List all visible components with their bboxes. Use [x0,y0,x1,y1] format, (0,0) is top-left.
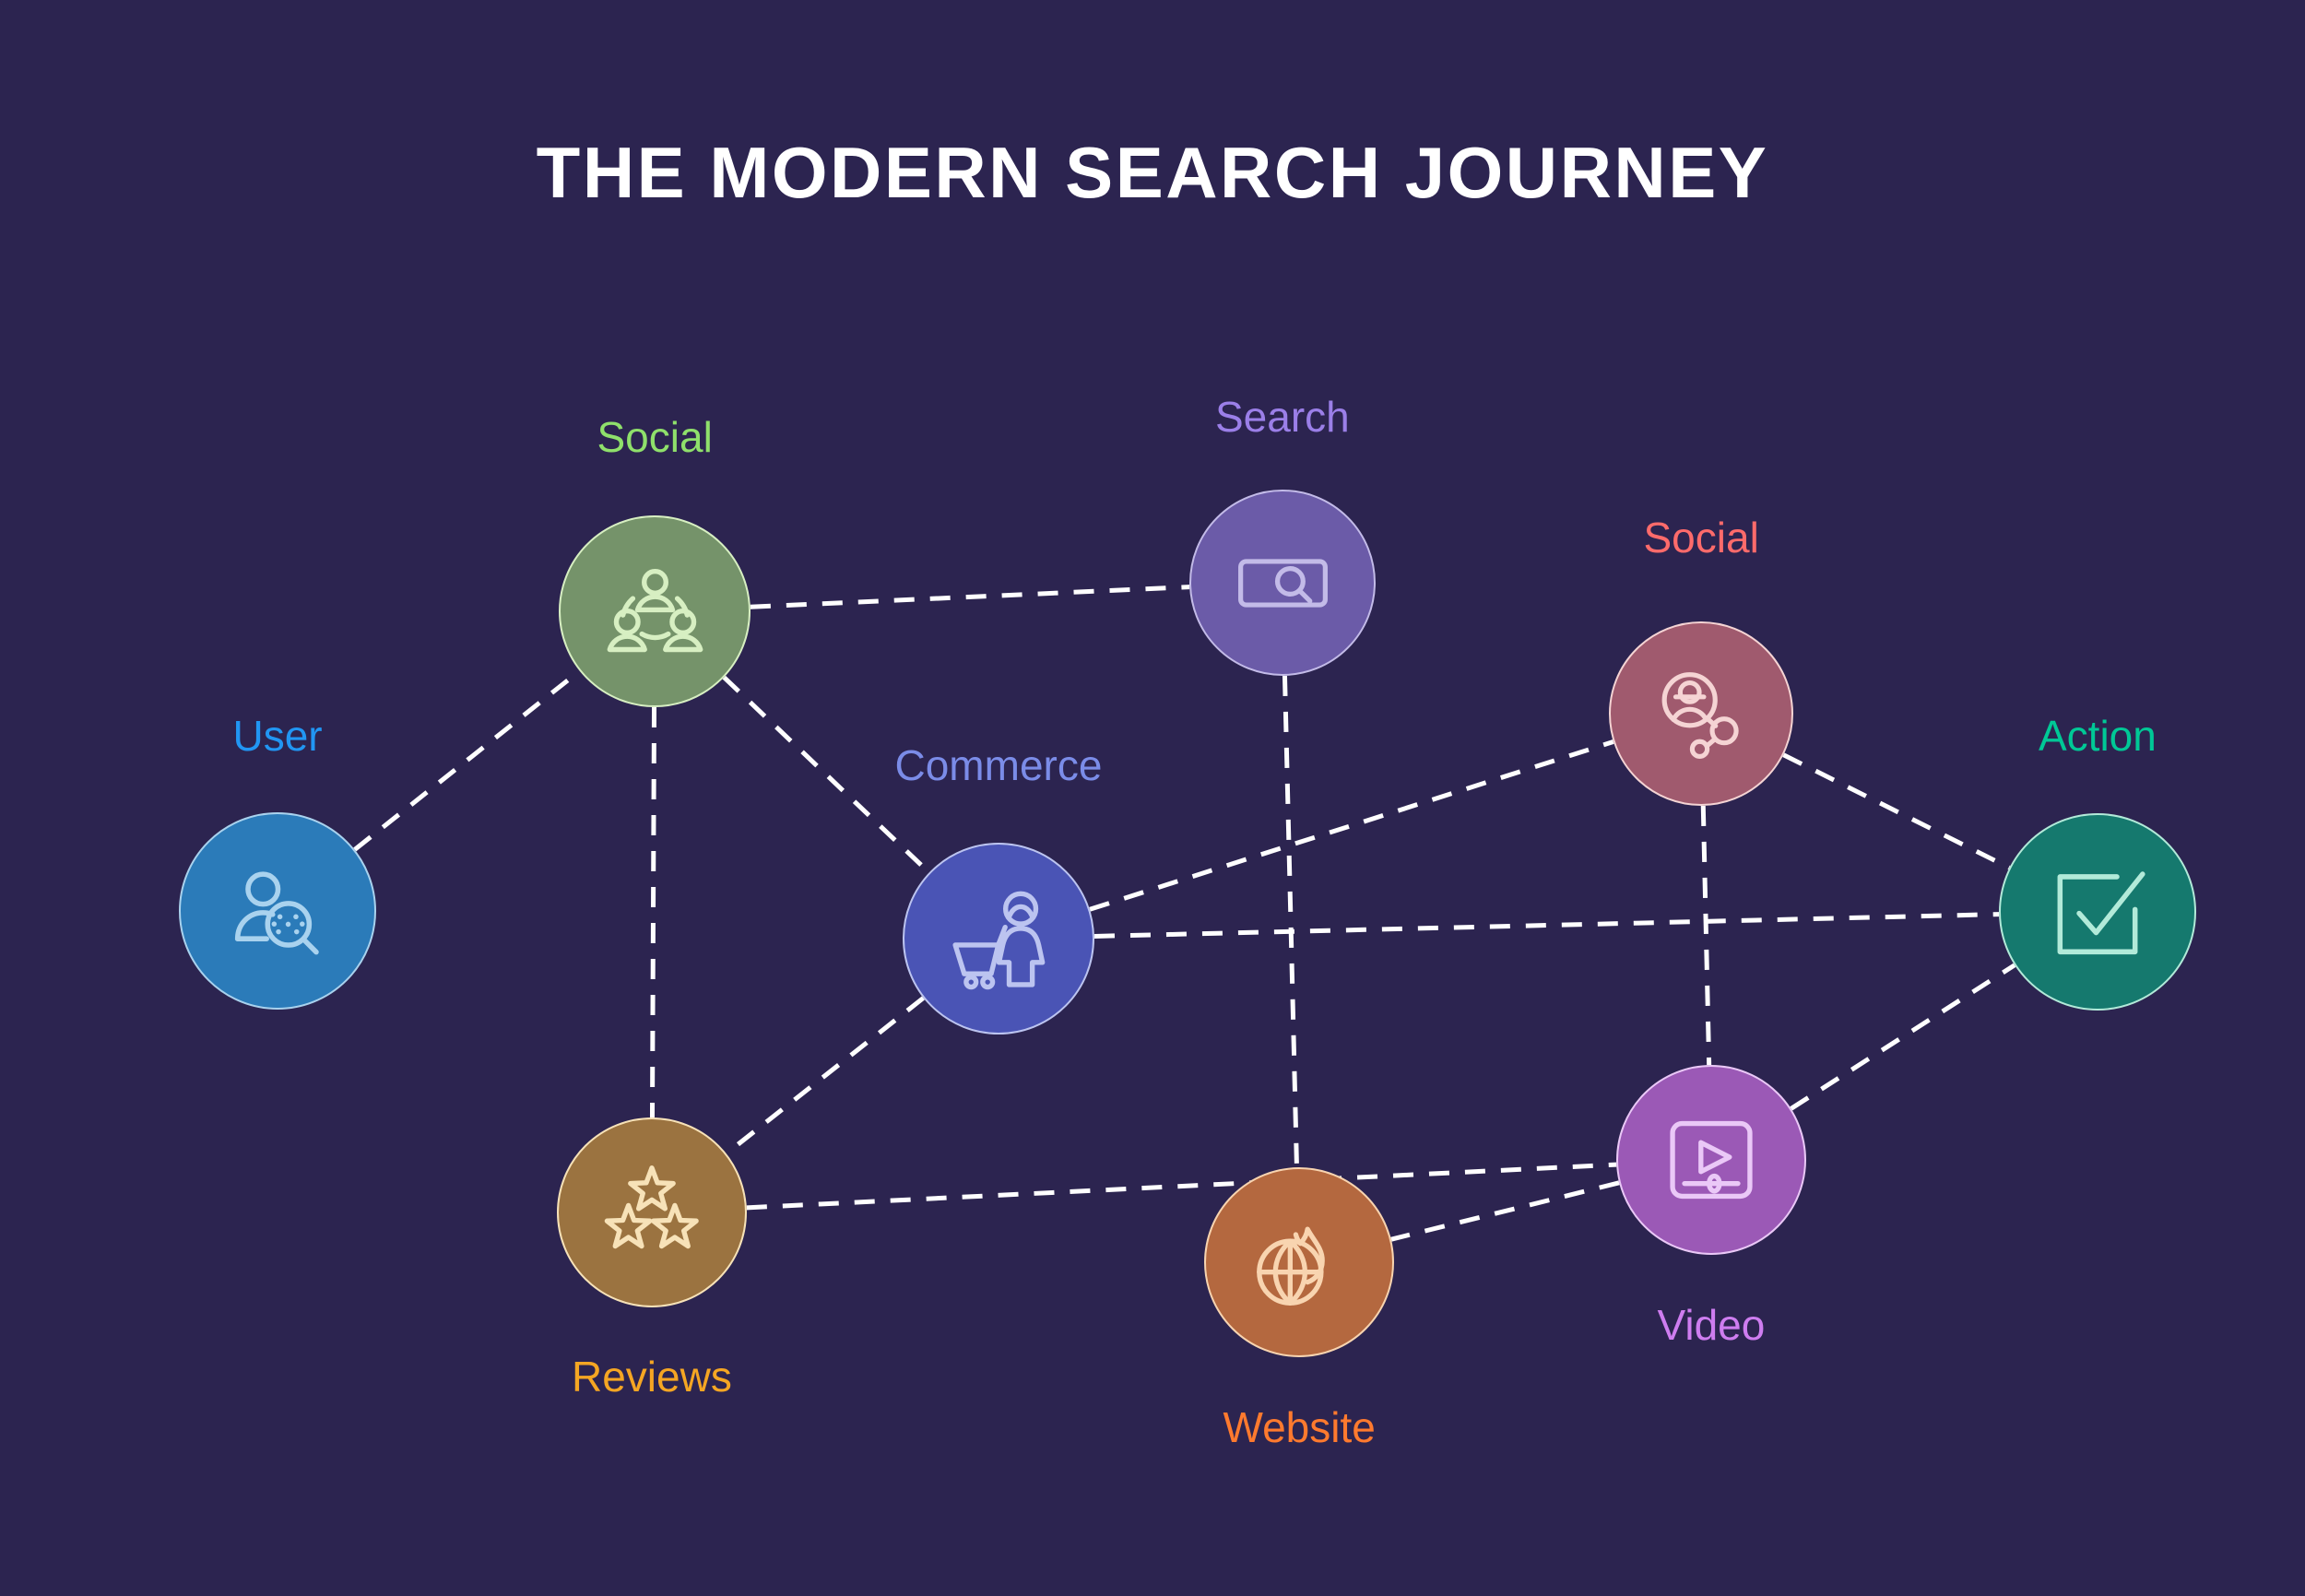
edge-video-to-action [1790,963,2016,1111]
node-label-social_green: Social [597,413,713,461]
node-action[interactable] [1999,813,2196,1011]
checkbox-check-icon [2057,871,2145,955]
three-stars-icon [604,1165,699,1249]
user-search-icon [234,871,319,955]
page-title: THE MODERN SEARCH JOURNEY [536,132,1769,213]
edge-social_green-to-reviews [649,706,657,1118]
node-label-search: Search [1215,393,1350,441]
node-label-website: Website [1223,1403,1376,1451]
search-bar-icon [1237,558,1328,608]
social-share-icon [1661,672,1739,760]
shopping-cart-person-icon [952,891,1045,989]
edge-social_green-to-search [750,585,1190,609]
edge-social_red-to-video [1700,805,1712,1066]
node-user[interactable] [179,812,376,1010]
edge-social_red-to-action [1782,752,2011,870]
edge-commerce-to-reviews [725,996,925,1156]
node-social_red[interactable] [1609,621,1793,806]
edge-video-to-website [1390,1180,1620,1242]
node-label-user: User [232,712,323,760]
node-label-social_red: Social [1643,514,1759,562]
edge-commerce-to-action [1093,912,2000,939]
node-video[interactable] [1616,1065,1806,1255]
people-network-icon [607,568,703,652]
edge-search-to-website [1282,675,1299,1168]
node-search[interactable] [1189,490,1376,676]
node-label-commerce: Commerce [894,741,1103,789]
edge-commerce-to-social_red [1089,739,1614,912]
edge-user-to-social_green [353,668,582,852]
node-website[interactable] [1204,1167,1394,1357]
video-player-icon [1670,1120,1753,1200]
edge-reviews-to-video [746,1162,1617,1211]
node-label-action: Action [2039,712,2157,760]
node-label-reviews: Reviews [572,1353,732,1401]
globe-flame-icon [1257,1226,1325,1306]
node-commerce[interactable] [903,843,1094,1034]
node-reviews[interactable] [557,1117,747,1307]
node-label-video: Video [1657,1301,1766,1349]
node-social_green[interactable] [559,515,751,707]
edge-social_green-to-commerce [722,675,931,875]
